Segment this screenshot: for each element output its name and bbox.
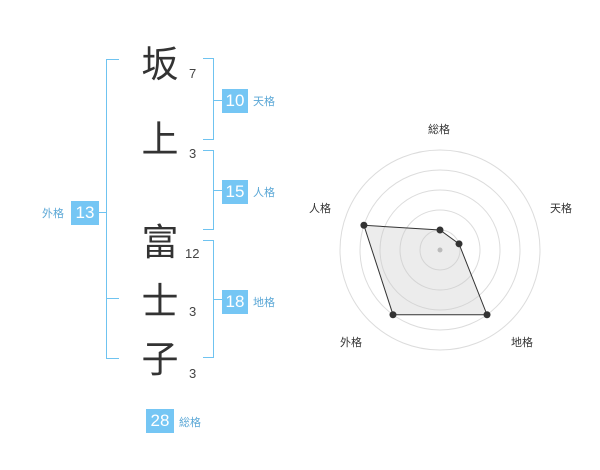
radar-series-area [363,224,488,316]
stroke-count-1: 7 [189,66,197,81]
gaikaku-label: 外格 [42,207,64,220]
jinkaku-bracket [203,150,214,230]
gaikaku-bracket [106,59,119,359]
jinkaku-value-badge: 15 [222,180,248,204]
radar-ring [359,169,521,331]
stroke-count-2: 3 [189,146,197,161]
stroke-count-5: 3 [189,366,197,381]
tenkaku-connector [214,100,222,101]
name-char-2: 上 [141,118,179,161]
tenkaku-bracket [203,58,214,140]
name-char-3: 富 [141,221,179,264]
radar-center-dot [437,247,443,253]
radar-point-jinkaku [360,221,368,229]
chikaku-bracket [203,240,214,358]
radar-ring [399,209,481,291]
jinkaku-connector [214,190,222,191]
gaikaku-bracket-mid-tick [106,298,119,299]
radar-ring [379,189,501,311]
radar-axis-label-jinkaku: 人格 [309,202,331,215]
stroke-count-3: 12 [185,246,200,261]
soukaku-value-badge: 28 [146,409,174,433]
radar-point-soukaku [436,226,444,234]
stroke-count-4: 3 [189,304,197,319]
radar-axis-label-soukaku: 総格 [428,123,450,136]
radar-point-tenkaku [455,240,463,248]
chikaku-connector [214,299,222,300]
soukaku-label: 総格 [179,416,201,429]
chikaku-label: 地格 [253,296,275,309]
radar-axis-label-tenkaku: 天格 [550,202,572,215]
name-char-5: 子 [141,338,179,381]
radar-ring [339,149,541,351]
tenkaku-value-badge: 10 [222,89,248,113]
radar-point-gaikaku [389,311,397,319]
radar-axis-label-chikaku: 地格 [511,336,533,349]
gaikaku-connector [99,212,106,213]
gaikaku-value-badge: 13 [71,201,99,225]
chikaku-value-badge: 18 [222,290,248,314]
name-char-1: 坂 [141,43,179,86]
radar-axis-label-gaikaku: 外格 [340,336,362,349]
jinkaku-label: 人格 [253,186,275,199]
radar-point-chikaku [483,311,491,319]
name-char-4: 士 [141,280,179,323]
tenkaku-label: 天格 [253,95,275,108]
